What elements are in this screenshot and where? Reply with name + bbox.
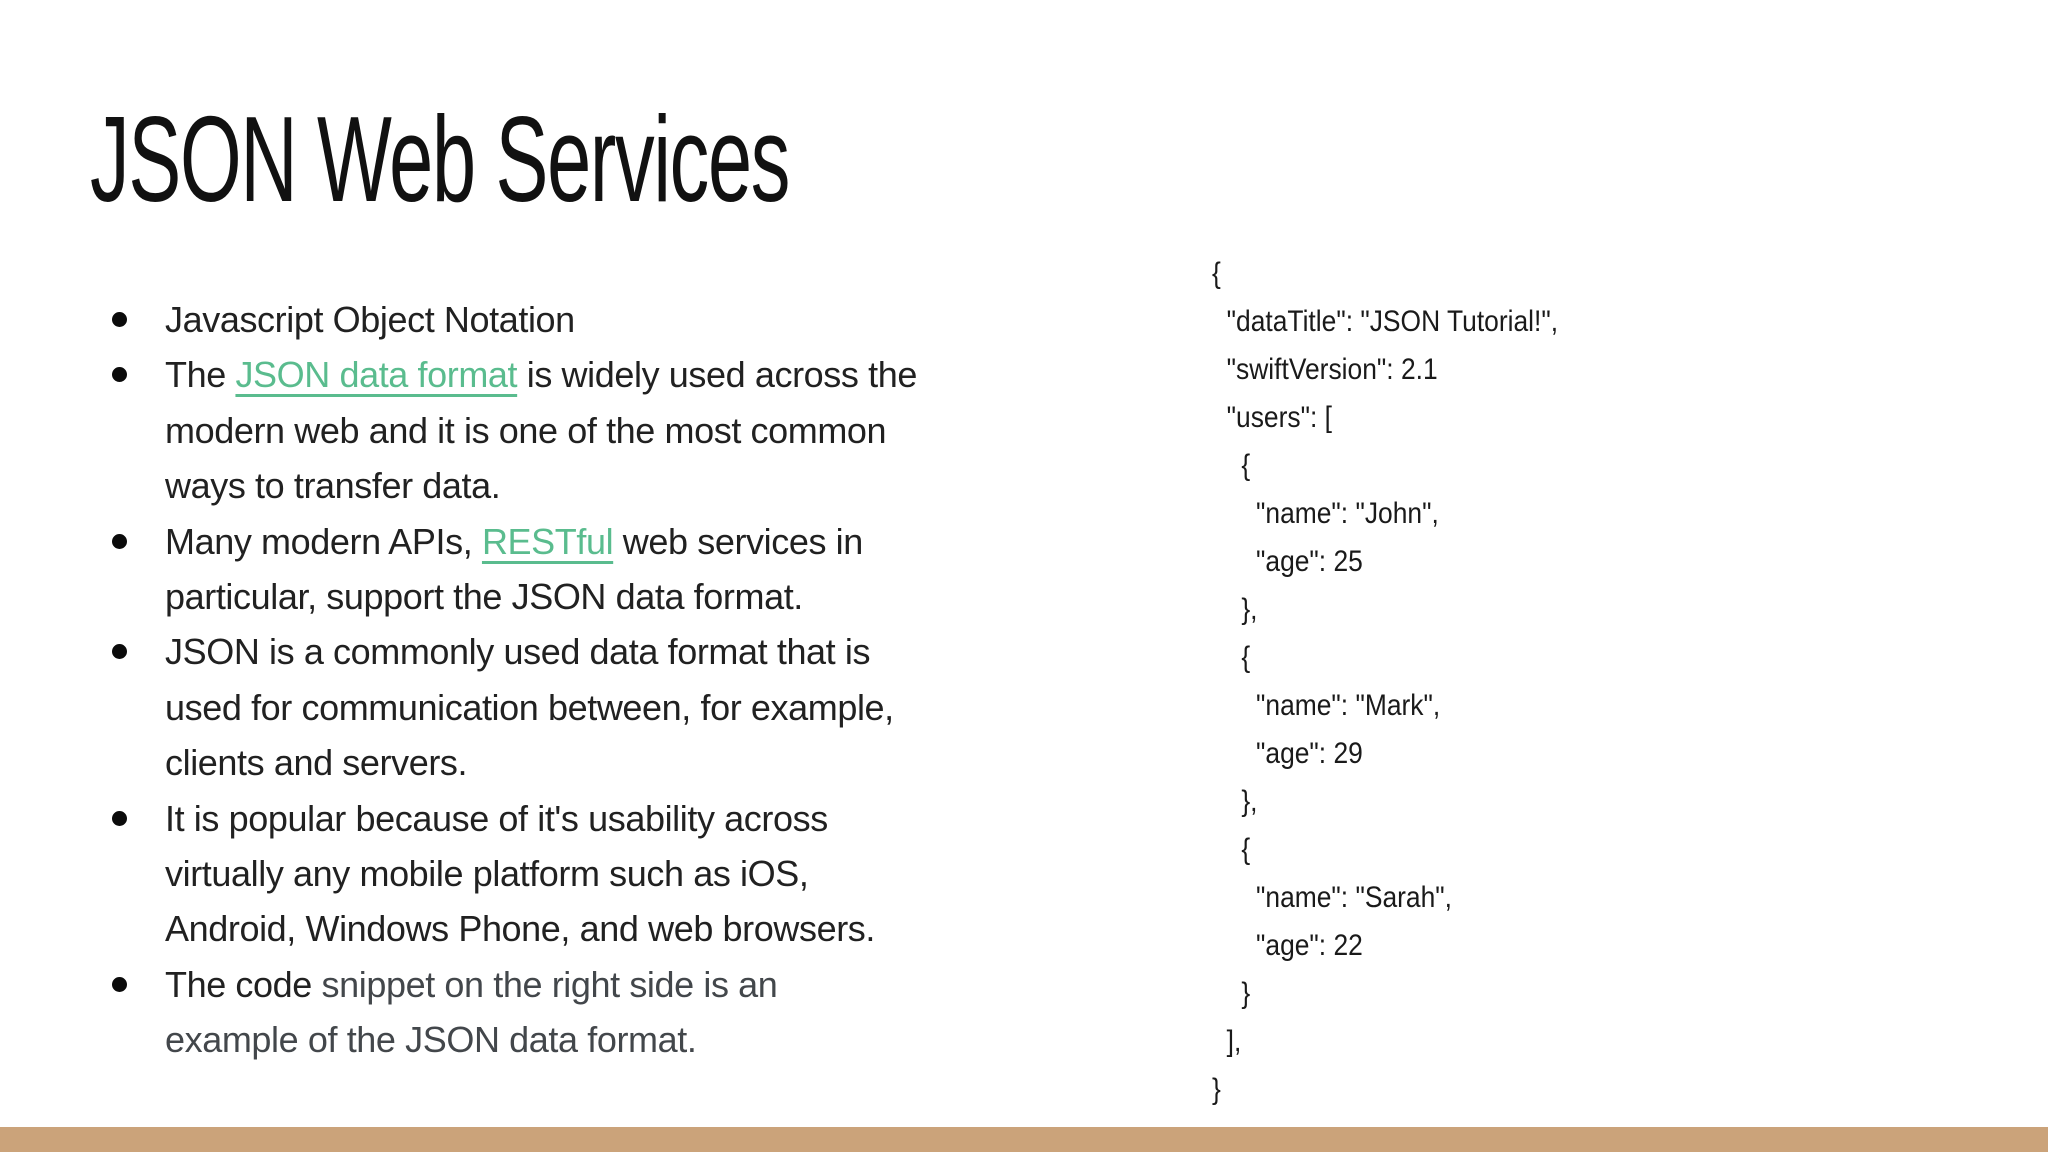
- bullet-item-5: It is popular because of it's usability …: [112, 791, 917, 957]
- bullet-dot-icon: [112, 976, 127, 992]
- bullet-text: JSON is a commonly used data format that…: [165, 631, 871, 673]
- bullet-dot-icon: [112, 312, 127, 327]
- bullet-dot-icon: [112, 367, 127, 383]
- bullet-item-6: The code snippet on the right side is an…: [112, 957, 917, 1068]
- bullet-content: It is popular because of it's usability …: [165, 791, 875, 957]
- bullet-text: web services in: [613, 520, 864, 562]
- bullet-marker: [112, 347, 165, 513]
- bullet-content: The code snippet on the right side is an…: [165, 957, 778, 1068]
- bullet-item-3: Many modern APIs, RESTful web services i…: [112, 514, 917, 625]
- bullet-item-2: The JSON data format is widely used acro…: [112, 347, 917, 513]
- bullet-text: modern web and it is one of the most com…: [165, 409, 887, 451]
- bullet-marker: [112, 957, 165, 1068]
- bullet-content: Many modern APIs, RESTful web services i…: [165, 514, 863, 625]
- bullet-text: Javascript Object Notation: [165, 299, 575, 340]
- bullet-text: example of the JSON data format.: [165, 1019, 697, 1061]
- bullet-text: ways to transfer data.: [165, 465, 501, 507]
- bullet-text: virtually any mobile platform such as iO…: [165, 853, 809, 895]
- bullet-dot-icon: [112, 810, 127, 826]
- bullet-text: snippet on the right side is an: [321, 963, 778, 1005]
- bullet-item-1: Javascript Object Notation: [112, 292, 917, 347]
- json-code-snippet: { "dataTitle": "JSON Tutorial!", "swiftV…: [1212, 257, 1559, 1106]
- bullet-marker: [112, 624, 165, 790]
- restful-link[interactable]: RESTful: [481, 520, 614, 562]
- bullet-content: The JSON data format is widely used acro…: [165, 347, 917, 513]
- bullet-marker: [112, 791, 165, 957]
- bullet-dot-icon: [112, 533, 127, 549]
- bullet-marker: [112, 292, 165, 347]
- bullet-text: is widely used across the: [517, 354, 918, 396]
- bullet-content: Javascript Object Notation: [165, 292, 575, 347]
- bottom-accent-bar: [0, 1127, 2048, 1152]
- bullet-text: Many modern APIs,: [165, 520, 482, 562]
- bullet-text: clients and servers.: [165, 742, 468, 784]
- bullet-text: Android, Windows Phone, and web browsers…: [165, 908, 875, 950]
- bullet-content: JSON is a commonly used data format that…: [165, 624, 894, 790]
- bullet-text: It is popular because of it's usability …: [165, 797, 828, 839]
- bullet-text: The: [165, 354, 236, 396]
- slide-title: JSON Web Services: [90, 91, 790, 227]
- json-data-format-link[interactable]: JSON data format: [235, 354, 518, 396]
- bullet-marker: [112, 514, 165, 625]
- bullet-text: particular, support the JSON data format…: [165, 576, 803, 618]
- bullet-item-4: JSON is a commonly used data format that…: [112, 624, 917, 790]
- bullet-dot-icon: [112, 644, 127, 660]
- bullet-text: used for communication between, for exam…: [165, 686, 894, 728]
- bullet-list: Javascript Object Notation The JSON data…: [112, 292, 917, 1068]
- bullet-text: The code: [165, 963, 322, 1005]
